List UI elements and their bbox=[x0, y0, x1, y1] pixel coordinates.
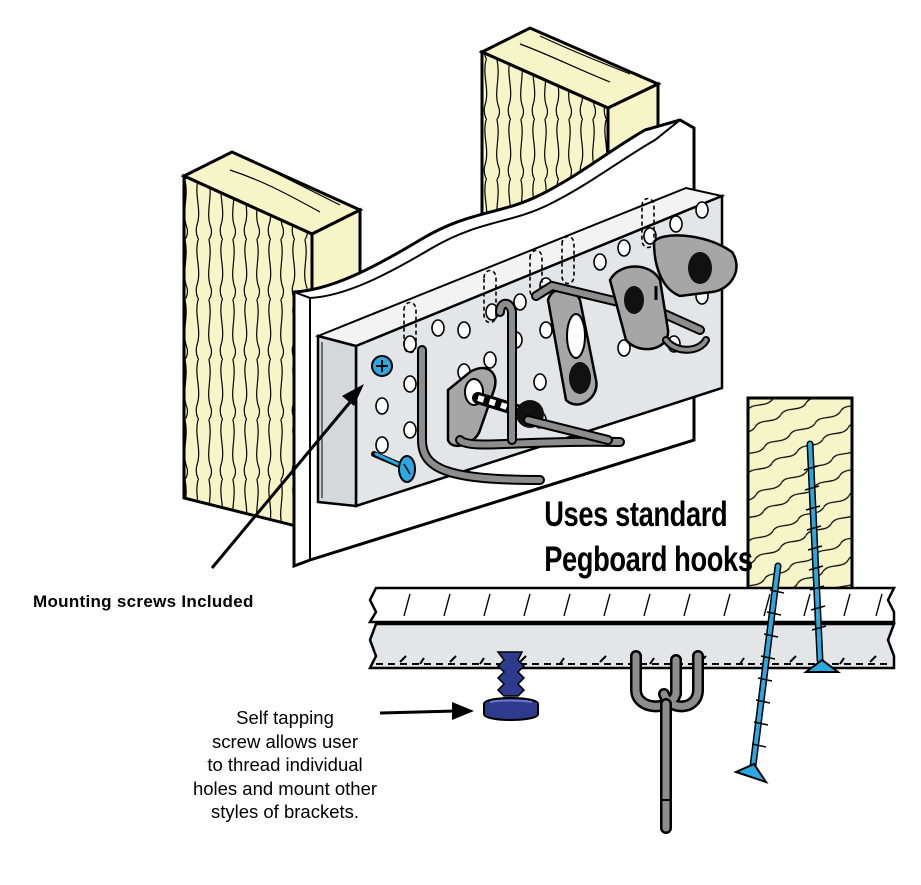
self-tapping-line: Self tapping bbox=[236, 707, 334, 728]
hook-straight-middle bbox=[495, 298, 517, 445]
mounting-screws-label: Mounting screws Included bbox=[33, 592, 254, 611]
self-tapping-pointer bbox=[379, 702, 474, 720]
pegboard-hooks-line-2: Pegboard hooks bbox=[544, 540, 753, 579]
cross-section-wood-block bbox=[746, 396, 854, 592]
self-tapping-line: to thread individual bbox=[207, 754, 363, 775]
wood-screw-angled bbox=[733, 562, 785, 784]
self-tapping-line: screw allows user bbox=[212, 730, 358, 752]
mounting-screws-pointer bbox=[210, 384, 364, 569]
self-tapping-line: styles of brackets. bbox=[210, 801, 360, 822]
pegboard-hooks-label: Uses standard Pegboard hooks bbox=[544, 492, 753, 582]
cross-section-pegboard-hook bbox=[630, 650, 704, 834]
pegboard-hooks-line-1: Uses standard bbox=[544, 495, 728, 534]
mounting-screw-head bbox=[371, 355, 393, 377]
left-wood-stud bbox=[180, 150, 364, 532]
self-tapping-label: Self tapping screw allows user to thread… bbox=[170, 706, 400, 824]
self-tapping-line: holes and mount other bbox=[192, 777, 378, 799]
cross-section-drywall bbox=[367, 586, 897, 624]
hook-bracket-right bbox=[531, 234, 738, 406]
mounting-screw-side bbox=[371, 451, 416, 483]
wood-screw-long bbox=[803, 440, 841, 673]
self-tapping-screw bbox=[483, 651, 539, 721]
hook-bracket-left bbox=[417, 345, 625, 485]
